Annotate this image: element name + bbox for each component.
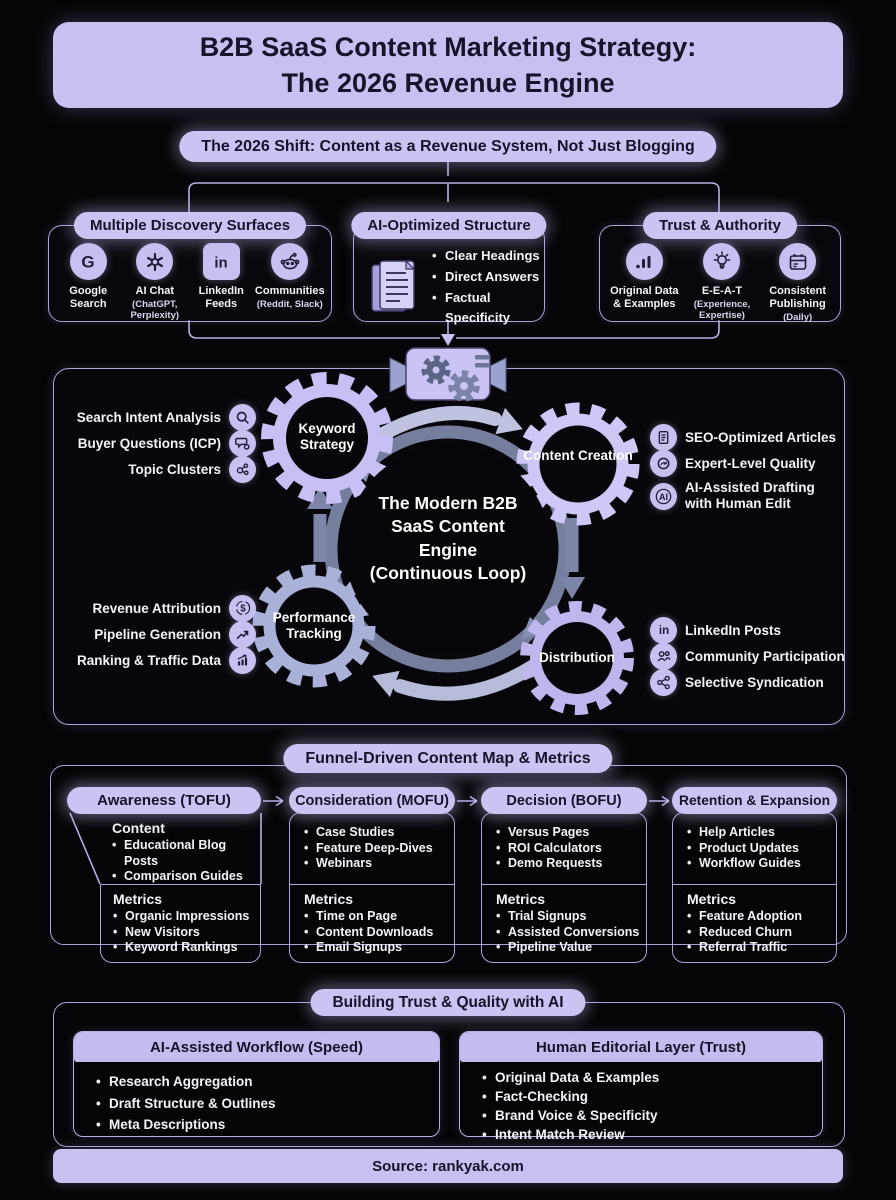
calendar-icon <box>779 243 817 280</box>
gear-keyword-strategy: Keyword Strategy <box>298 421 356 453</box>
engine-center-label: The Modern B2B SaaS Content Engine (Cont… <box>369 493 527 583</box>
gear-distribution: Distribution <box>539 650 615 665</box>
trust-item: E-E-A-T (Experience, Expertise) <box>684 243 760 323</box>
documents-icon <box>366 257 422 319</box>
stage-decision-body: Versus Pages ROI Calculators Demo Reques… <box>481 812 647 963</box>
quality-icon <box>650 449 677 477</box>
svg-text:in: in <box>215 254 228 271</box>
keyword-inputs-list: Search Intent Analysis Buyer Questions (… <box>60 403 256 483</box>
stage-consideration-body: Case Studies Feature Deep-Dives Webinars… <box>289 812 455 963</box>
engine-loop-diagram <box>252 372 640 715</box>
syndication-icon <box>650 668 677 696</box>
stage-awareness-content: Content Educational Blog Posts Compariso… <box>112 820 262 885</box>
stage-consideration-pill: Consideration (MOFU) <box>289 787 455 814</box>
funnel-section-title: Funnel-Driven Content Map & Metrics <box>283 744 613 773</box>
ai-structure-box: AI-Optimized Structure Clear Headings Di… <box>351 212 547 325</box>
list-item: Ranking & Traffic Data <box>60 646 256 674</box>
engine-machine-icon <box>389 347 507 402</box>
ai-badge-icon: AI <box>650 482 677 510</box>
topic-cluster-icon <box>229 455 256 483</box>
list-item: Community Participation <box>650 642 860 670</box>
trust-item: Original Data & Examples <box>607 243 681 323</box>
list-item: Revenue Attribution $ <box>60 594 256 622</box>
trust-authority-title: Trust & Authority <box>643 212 797 239</box>
trust-ai-section-title: Building Trust & Quality with AI <box>310 989 586 1016</box>
human-editorial-card: Human Editorial Layer (Trust) Original D… <box>459 1031 823 1145</box>
discovery-item: in LinkedIn Feeds <box>190 243 252 321</box>
list-item: Selective Syndication <box>650 668 860 696</box>
title-banner: B2B SaaS Content Marketing Strategy: The… <box>53 22 843 108</box>
list-item: Pipeline Generation <box>60 620 256 648</box>
title-line-1: B2B SaaS Content Marketing Strategy: <box>199 31 697 62</box>
bar-chart-icon <box>625 243 663 280</box>
list-item: in LinkedIn Posts <box>650 616 860 644</box>
article-icon <box>650 423 677 451</box>
google-icon: G <box>69 243 107 280</box>
source-footer: Source: rankyak.com <box>53 1149 843 1183</box>
distribution-outputs-list: in LinkedIn Posts Community Participatio… <box>650 616 860 696</box>
svg-text:G: G <box>82 252 95 271</box>
list-item: Buyer Questions (ICP) <box>60 429 256 457</box>
discovery-item: Communities (Reddit, Slack) <box>255 243 325 321</box>
list-item: Topic Clusters <box>60 455 256 483</box>
svg-text:AI: AI <box>659 491 668 501</box>
trust-item: Consistent Publishing (Daily) <box>763 243 833 323</box>
ai-workflow-card: AI-Assisted Workflow (Speed) Research Ag… <box>73 1031 440 1137</box>
stage-decision-pill: Decision (BOFU) <box>481 787 647 814</box>
list-item: Expert-Level Quality <box>650 449 850 477</box>
chat-bubble-icon <box>229 429 256 457</box>
ai-structure-bullet: Direct Answers <box>432 267 544 288</box>
shift-banner: The 2026 Shift: Content as a Revenue Sys… <box>179 131 717 162</box>
discovery-surfaces-title: Multiple Discovery Surfaces <box>73 212 307 239</box>
ai-structure-bullet: Factual Specificity <box>432 288 544 330</box>
discovery-item: AI Chat (ChatGPT, Perplexity) <box>124 243 186 321</box>
ai-structure-bullet: Clear Headings <box>432 246 544 267</box>
reddit-icon <box>271 243 309 280</box>
search-icon <box>229 403 256 431</box>
gear-content-creation: Content Creation <box>523 448 633 463</box>
trust-authority-box: Trust & Authority Original Data & Exampl… <box>599 212 841 323</box>
creation-outputs-list: SEO-Optimized Articles Expert-Level Qual… <box>650 423 850 516</box>
list-item: SEO-Optimized Articles <box>650 423 850 451</box>
linkedin-icon: in <box>202 243 240 280</box>
ai-structure-title: AI-Optimized Structure <box>351 212 547 239</box>
dollar-icon: $ <box>229 594 256 622</box>
linkedin-icon: in <box>650 616 677 644</box>
discovery-item: G Google Search <box>57 243 119 321</box>
stage-retention-body: Help Articles Product Updates Workflow G… <box>672 812 837 963</box>
chatgpt-icon <box>136 243 174 280</box>
list-item: Search Intent Analysis <box>60 403 256 431</box>
ai-workflow-card-header: AI-Assisted Workflow (Speed) <box>74 1032 439 1062</box>
stage-awareness-pill: Awareness (TOFU) <box>67 787 261 814</box>
ranking-chart-icon <box>229 646 256 674</box>
tracking-inputs-list: Revenue Attribution $ Pipeline Generatio… <box>60 594 256 674</box>
community-icon <box>650 642 677 670</box>
discovery-surfaces-box: Multiple Discovery Surfaces G Google Sea… <box>48 212 332 322</box>
title-line-2: The 2026 Revenue Engine <box>281 68 615 98</box>
gear-performance-tracking: Performance Tracking <box>272 610 356 642</box>
stage-retention-pill: Retention & Expansion <box>672 787 837 814</box>
list-item: AI AI-Assisted Drafting with Human Edit <box>650 476 850 516</box>
stage-awareness-metrics: Metrics Organic Impressions New Visitors… <box>100 884 261 963</box>
svg-text:$: $ <box>240 604 246 615</box>
lightbulb-icon <box>703 243 741 280</box>
svg-text:in: in <box>658 625 668 637</box>
human-editorial-card-header: Human Editorial Layer (Trust) <box>460 1032 822 1062</box>
trend-icon <box>229 620 256 648</box>
